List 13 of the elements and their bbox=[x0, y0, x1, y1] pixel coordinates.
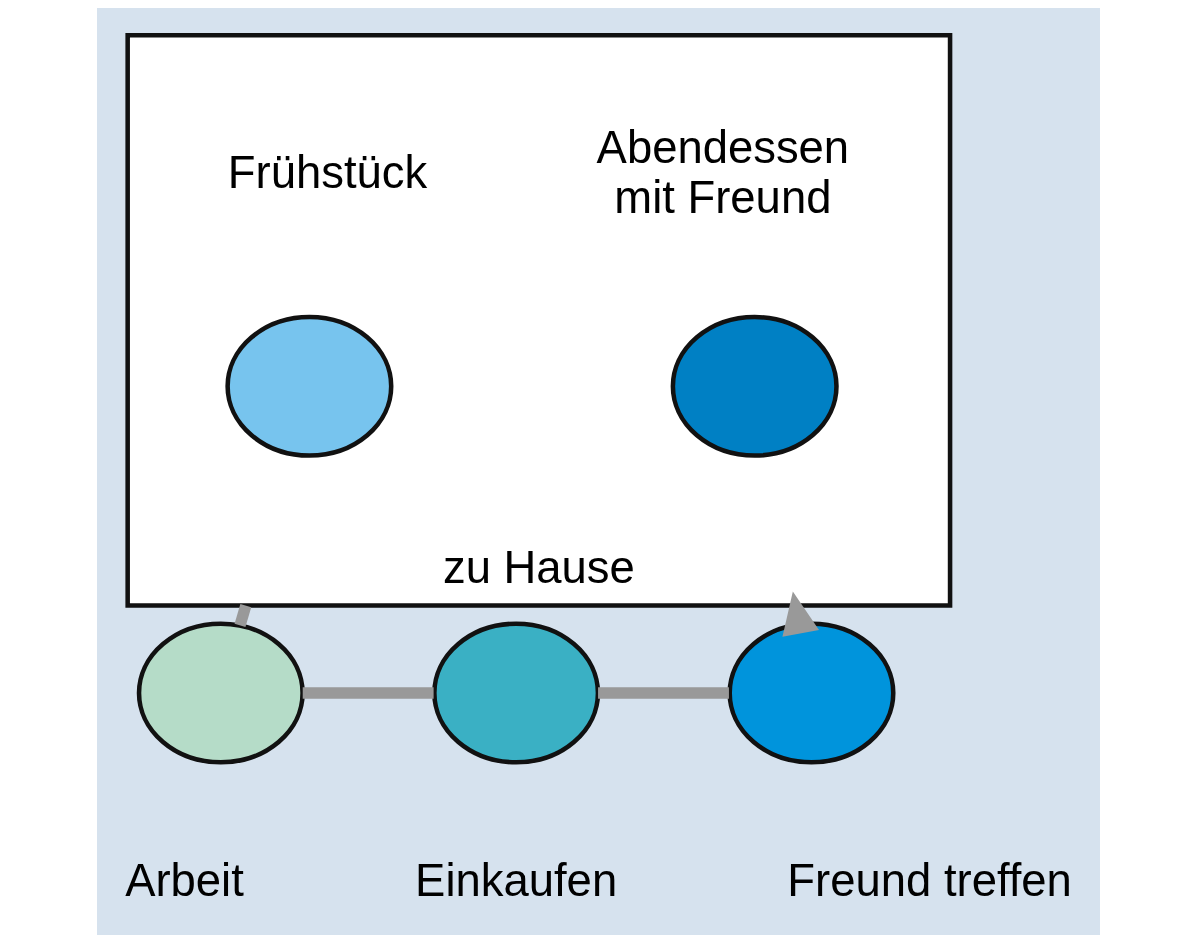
arrow bbox=[781, 591, 819, 637]
node-label: Einkaufen bbox=[414, 855, 617, 907]
node-label: Frühstück bbox=[227, 146, 427, 198]
connector bbox=[302, 687, 434, 699]
node-circle bbox=[224, 314, 393, 458]
node-circle bbox=[431, 621, 600, 765]
node-label: Arbeit bbox=[124, 855, 244, 907]
connector bbox=[597, 687, 729, 699]
node-label: Freund treffen bbox=[786, 855, 1072, 907]
node-circle bbox=[136, 621, 305, 765]
node-label: Abendessen mit Freund bbox=[596, 121, 849, 223]
connector bbox=[234, 603, 251, 627]
node-circle bbox=[670, 314, 839, 458]
